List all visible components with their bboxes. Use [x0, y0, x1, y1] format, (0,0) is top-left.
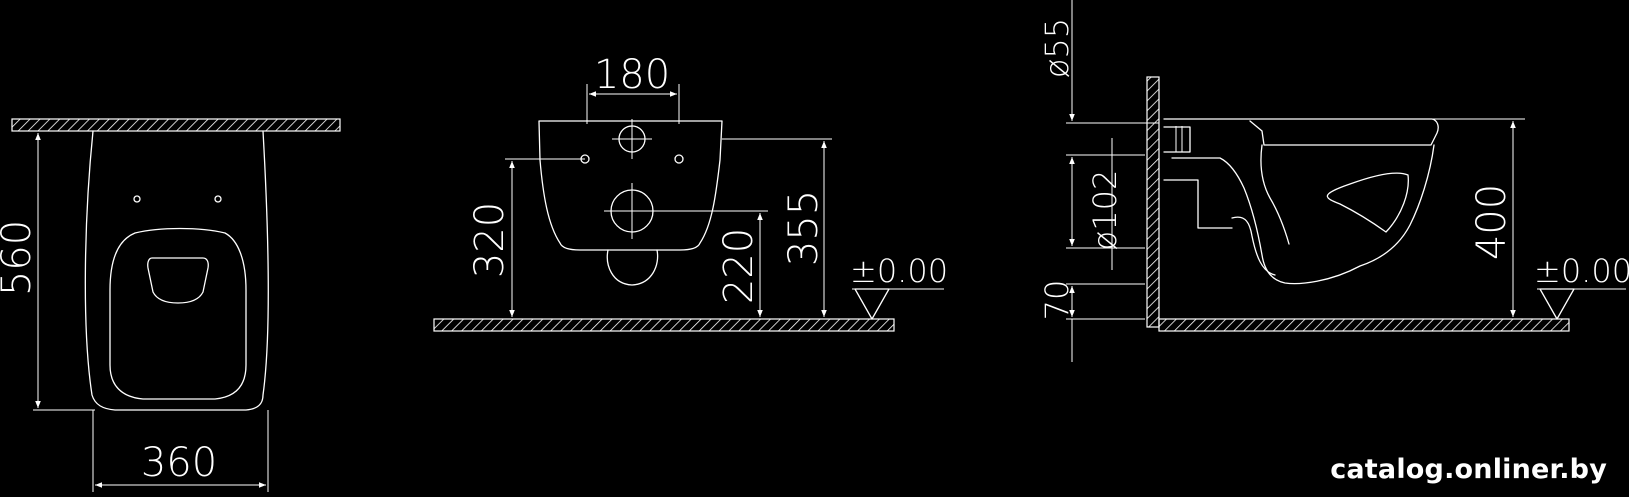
dim-length: 560: [0, 220, 40, 296]
wall-bracket-body: [538, 120, 723, 251]
datum-marker-side: [1539, 288, 1575, 320]
dim-inlet-diameter: ø55: [1038, 18, 1076, 78]
wc-inlet-pipe: [1163, 126, 1191, 153]
wc-trap-back: [1231, 216, 1276, 276]
wc-outlet-pipe: [1163, 179, 1233, 229]
wc-trapway: [1326, 172, 1409, 233]
watermark: catalog.onliner.by: [1330, 454, 1607, 485]
wc-rim: [1163, 118, 1439, 146]
datum-front: ±0.00: [850, 252, 948, 290]
outlet-spigot: [606, 249, 659, 286]
datum-marker-front: [854, 288, 890, 320]
seat-hinge-right: [214, 195, 222, 203]
datum-side: ±0.00: [1534, 252, 1629, 290]
dim-offset: 70: [1038, 280, 1076, 321]
wc-bowl-inner: [1260, 144, 1290, 245]
dim-fixing-height: 320: [467, 202, 513, 278]
dim-outlet-diameter: ø102: [1086, 170, 1124, 251]
seat-hinge-left: [133, 195, 141, 203]
top-view: 560 360: [0, 118, 341, 492]
dim-height: 400: [1469, 184, 1515, 260]
dim-outlet-height: 220: [716, 228, 762, 304]
dim-width: 360: [141, 440, 217, 486]
side-view: ø55 ø102 70 400 ±0.00: [1038, 0, 1629, 362]
floor-hatch-front: [433, 318, 895, 332]
front-view: 180 320 220 355 ±0.00: [433, 52, 948, 332]
floor-hatch-side: [1158, 318, 1570, 332]
wall-hatch-side: [1146, 76, 1160, 328]
bowl-outline: [84, 130, 269, 411]
fixing-hole-right: [674, 154, 684, 164]
seat-inner: [147, 257, 209, 304]
dim-pin-spacing: 180: [594, 52, 670, 98]
seat-outline: [109, 227, 247, 400]
wc-outer-body: [1171, 144, 1435, 285]
wall-hatch-top: [11, 118, 341, 132]
dim-upper-height: 355: [781, 190, 827, 266]
